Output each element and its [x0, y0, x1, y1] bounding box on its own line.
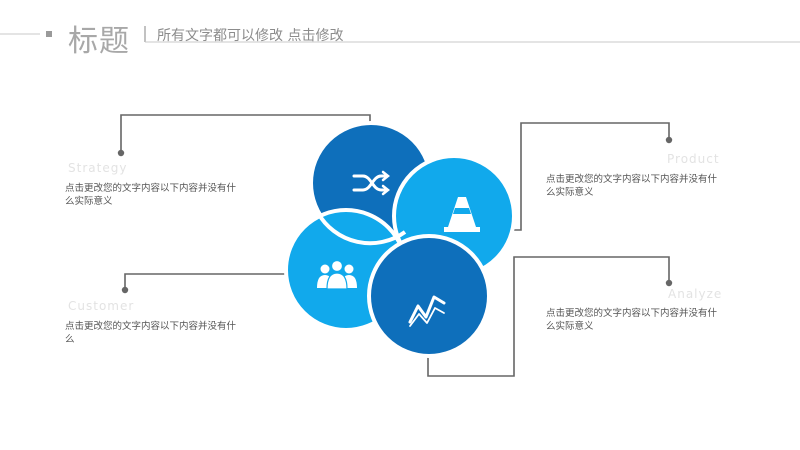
desc-product: 点击更改您的文字内容以下内容并没有什 么实际意义 [546, 174, 718, 198]
trend-chart-icon [408, 295, 446, 327]
desc-strategy: 点击更改您的文字内容以下内容并没有什 么实际意义 [65, 183, 237, 207]
dot-analyze [665, 279, 673, 287]
connector-customer [124, 273, 291, 290]
page-title: 标题 [68, 24, 130, 59]
page-subtitle: 所有文字都可以修改 点击修改 [157, 28, 344, 44]
traffic-cone-icon [444, 197, 480, 232]
dot-customer [121, 286, 129, 294]
header-square-marker [46, 31, 52, 37]
connector-product [505, 122, 670, 231]
shuffle-icon [352, 170, 391, 196]
petal-analyze [367, 234, 491, 358]
desc-analyze: 点击更改您的文字内容以下内容并没有什 么实际意义 [546, 308, 718, 332]
desc-customer: 点击更改您的文字内容以下内容并没有什 么 [65, 321, 237, 345]
dot-strategy [117, 149, 125, 157]
petals [284, 121, 516, 358]
label-product: Product [667, 152, 720, 166]
dot-product [665, 136, 673, 144]
connector-analyze [427, 256, 670, 377]
group-users-icon [317, 259, 357, 290]
label-customer: Customer [68, 299, 135, 313]
petal-overlap-line-1 [316, 212, 407, 246]
label-analyze: Analyze [668, 287, 723, 301]
label-strategy: Strategy [68, 161, 128, 175]
